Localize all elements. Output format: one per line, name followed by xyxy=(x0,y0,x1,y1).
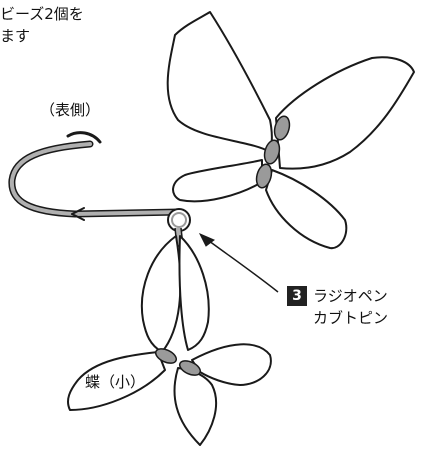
bead-3 xyxy=(255,163,273,189)
step-text-line2: カブトピン xyxy=(313,309,389,327)
large-butterfly-beads xyxy=(255,115,291,189)
pointer-arrow-shaft xyxy=(204,237,279,293)
jump-ring-inner xyxy=(171,212,187,228)
safety-pin-body-inner xyxy=(9,142,182,216)
small-bead-2 xyxy=(178,360,202,376)
small-bead-1 xyxy=(154,348,178,364)
large-butterfly-lower-left-wing xyxy=(172,159,263,203)
small-butterfly xyxy=(67,235,272,446)
small-butterfly-label: 蝶（小） xyxy=(85,373,146,391)
step-number-badge: 3 xyxy=(287,286,307,306)
large-butterfly-upper-left-wing xyxy=(166,11,273,153)
small-butterfly-left-wing xyxy=(67,351,166,411)
bead-1 xyxy=(273,115,291,141)
small-butterfly-lower-wing xyxy=(173,367,217,446)
large-butterfly xyxy=(166,11,415,250)
small-butterfly-upper-right-wing xyxy=(178,235,210,351)
safety-pin-point xyxy=(71,207,85,221)
small-butterfly-beads xyxy=(154,348,202,376)
top-left-text-line2: ます xyxy=(0,27,31,45)
small-butterfly-upper-left-wing xyxy=(141,235,182,353)
step-text-line1: ラジオペン xyxy=(313,287,388,305)
pointer-arrow xyxy=(198,233,279,293)
front-side-label: （表側） xyxy=(40,101,101,119)
top-left-text-line1: ビーズ2個を xyxy=(0,5,84,23)
large-butterfly-upper-right-wing xyxy=(275,56,415,170)
small-butterfly-right-wing xyxy=(191,343,272,386)
bead-2 xyxy=(263,139,281,165)
safety-pin-head xyxy=(66,131,102,144)
pointer-arrow-head xyxy=(198,233,215,247)
safety-pin xyxy=(8,131,184,221)
large-butterfly-lower-right-wing xyxy=(265,169,348,250)
